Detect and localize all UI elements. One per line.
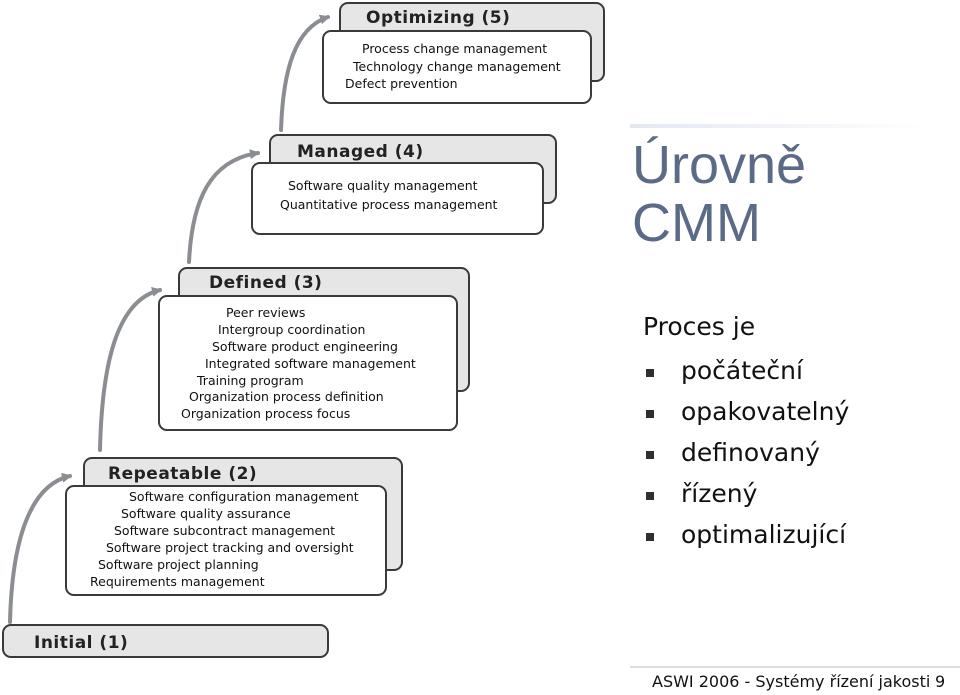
level-title: Initial (1) [34,633,128,653]
level-item: Organization process focus [181,406,350,421]
level-front-box [251,162,544,235]
level-item: Defect prevention [345,76,458,91]
level-front-box [322,30,592,104]
bullet-item: opakovatelný [643,393,849,434]
arrow-initial-to-repeatable [8,472,72,624]
square-bullet-icon [646,533,654,541]
level-title: Managed (4) [297,142,424,162]
level-item: Quantitative process management [280,197,498,212]
level-item: Integrated software management [205,356,416,371]
bullet-text: řízený [681,479,758,508]
bullet-item: optimalizující [643,516,849,557]
level-item: Requirements management [90,574,265,589]
slide-title-line: CMM [632,193,761,253]
square-bullet-icon [646,410,654,418]
bullet-intro: Proces je [643,312,756,341]
slide-title: Úrovně CMM [632,136,806,252]
level-item: Software quality assurance [121,506,291,521]
level-front-box [158,295,458,431]
level-optimizing: Optimizing (5) Process change management… [322,2,605,104]
level-box [2,624,329,658]
level-arrows [8,14,330,624]
page-number: 9 [935,672,946,691]
level-item: Technology change management [352,59,561,74]
level-front-box [65,485,387,596]
bullet-item: řízený [643,475,849,516]
arrow-managed-to-optimizing [279,14,330,132]
bullet-item: definovaný [643,434,849,475]
level-item: Software product engineering [212,339,398,354]
level-item: Process change management [362,41,547,56]
arrow-defined-to-managed [187,149,260,264]
level-title: Repeatable (2) [108,464,257,484]
level-defined: Defined (3) Peer reviews Intergroup coor… [158,267,470,431]
title-rule [630,124,930,128]
slide-footer: ASWI 2006 - Systémy řízení jakosti 9 [630,666,960,695]
level-item: Software subcontract management [114,523,335,538]
level-item: Software project planning [98,557,259,572]
level-item: Software project tracking and oversight [106,540,354,555]
level-repeatable: Repeatable (2) Software configuration ma… [65,457,403,596]
level-title: Defined (3) [209,273,322,293]
bullet-text: definovaný [681,438,820,467]
level-item: Training program [196,373,304,388]
level-item: Software configuration management [129,489,359,504]
bullet-text: počáteční [681,356,803,385]
square-bullet-icon [646,369,654,377]
level-item: Software quality management [288,178,478,193]
level-item: Intergroup coordination [218,322,365,337]
arrow-repeatable-to-defined [98,287,162,452]
footer-text: ASWI 2006 - Systémy řízení jakosti [652,672,931,691]
level-item: Organization process definition [189,389,384,404]
bullet-list: počáteční opakovatelný definovaný řízený… [643,352,849,557]
bullet-text: opakovatelný [681,397,850,426]
level-item: Peer reviews [226,305,305,320]
bullet-item: počáteční [643,352,849,393]
level-initial: Initial (1) [2,624,329,658]
square-bullet-icon [646,451,654,459]
square-bullet-icon [646,492,654,500]
level-managed: Managed (4) Software quality management … [251,134,557,235]
cmm-diagram: Initial (1) Repeatable (2) Software conf… [2,2,605,658]
slide-title-line: Úrovně [632,135,807,195]
bullet-text: optimalizující [681,520,847,549]
level-title: Optimizing (5) [366,8,510,28]
